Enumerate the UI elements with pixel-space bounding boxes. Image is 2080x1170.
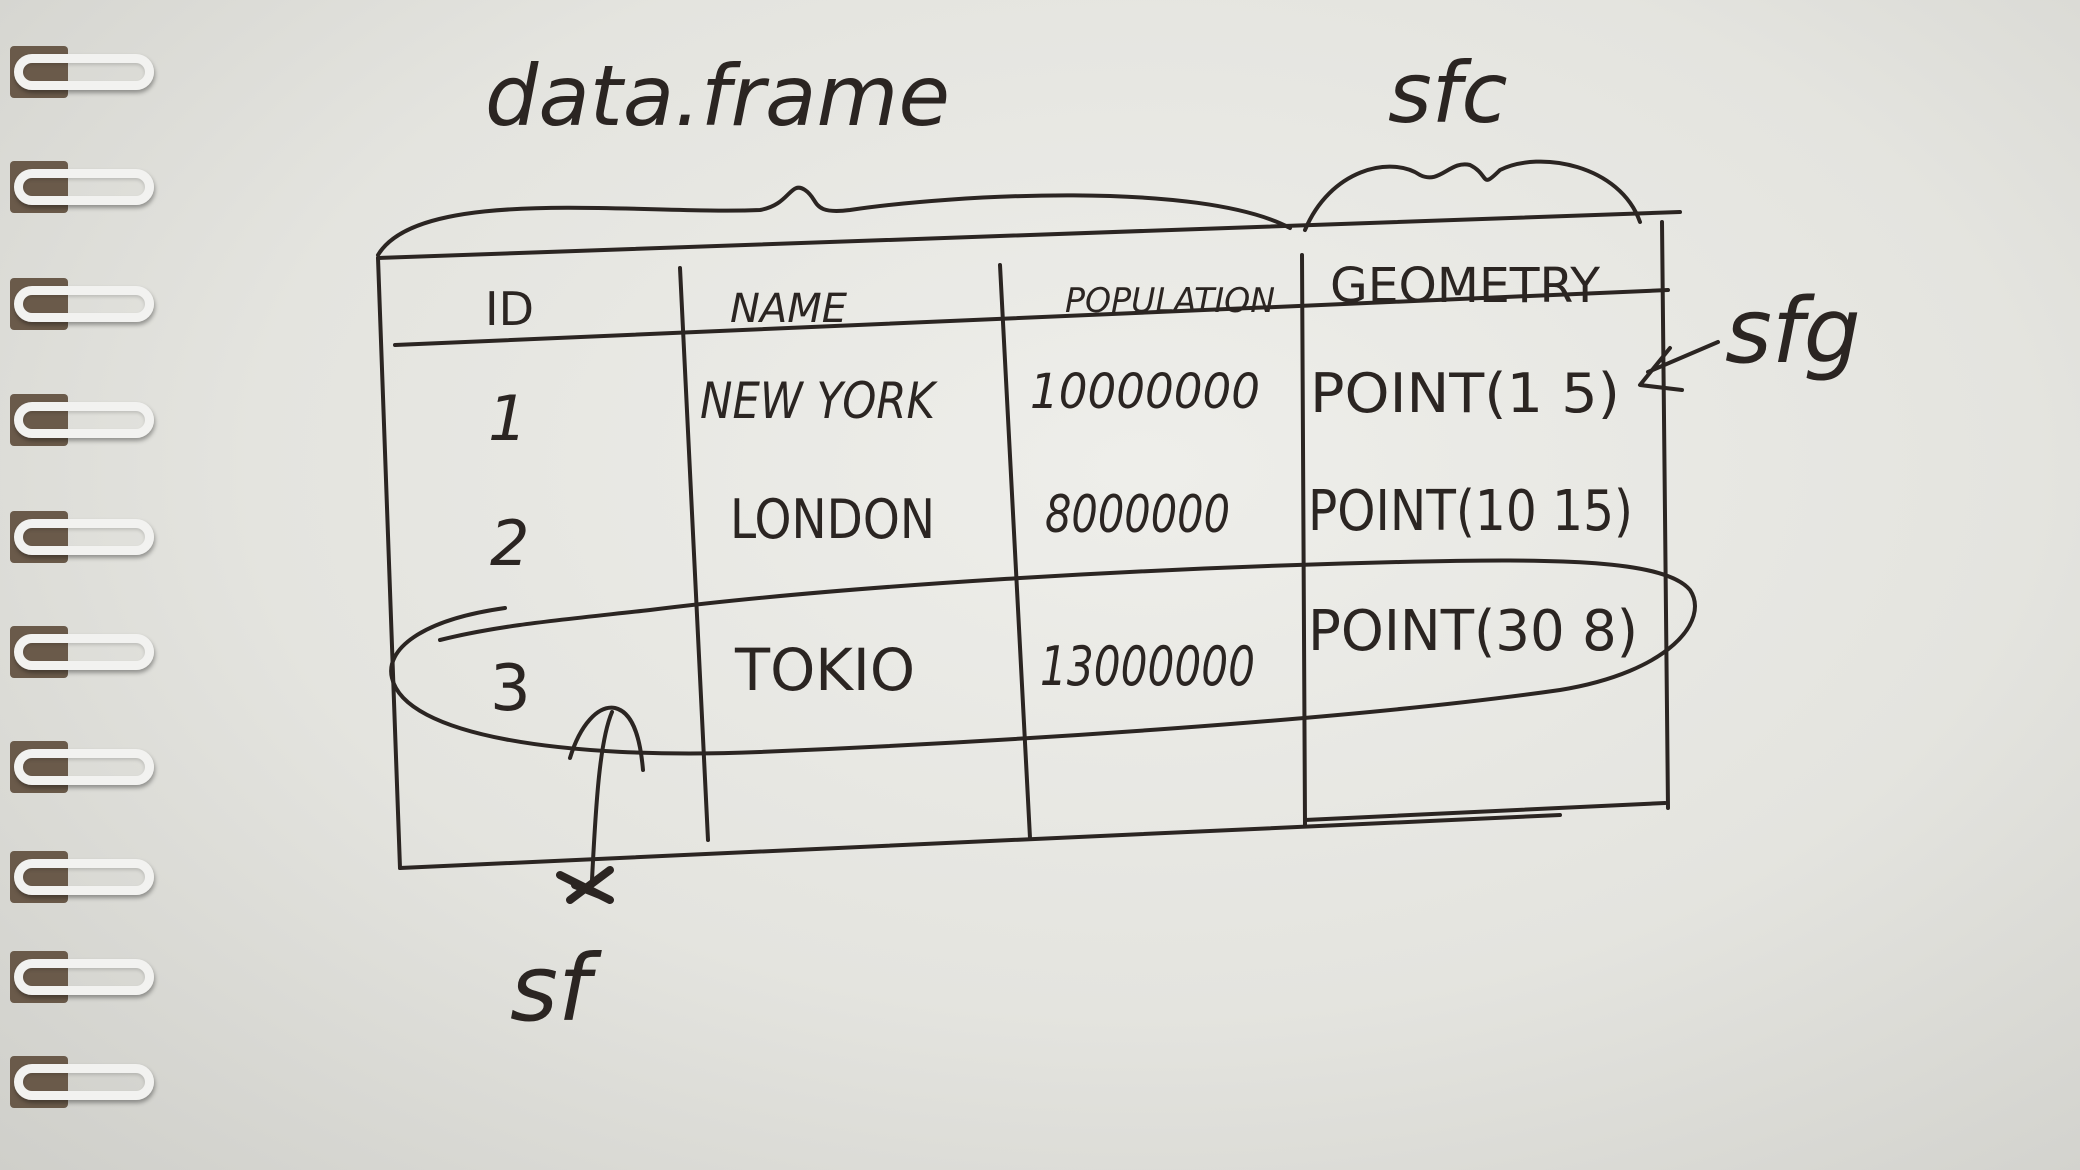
binding-ring — [10, 505, 160, 569]
sfc-label: sfc — [1388, 44, 1508, 142]
column-separator — [1300, 253, 1307, 827]
cell-geometry: POINT(1 5) — [1310, 362, 1620, 425]
header-name: NAME — [730, 286, 848, 332]
cell-population: 8000000 — [1045, 485, 1230, 545]
sf-label: sf — [510, 935, 602, 1042]
binding-ring — [10, 735, 160, 799]
scribble-mark — [556, 866, 614, 904]
column-separator — [678, 266, 710, 842]
binding-ring — [10, 272, 160, 336]
cell-population: 10000000 — [1030, 364, 1260, 420]
binding-ring — [10, 620, 160, 684]
table-top-line — [376, 210, 1682, 260]
sfg-label: sfg — [1725, 279, 1861, 384]
binding-ring — [10, 1050, 160, 1114]
table-right-edge — [1660, 220, 1670, 810]
table-bottom-line — [398, 813, 1562, 870]
header-separator — [393, 288, 1670, 347]
cell-id: 3 — [490, 652, 531, 726]
header-geometry: GEOMETRY — [1330, 258, 1601, 314]
sf-arrow-shaft — [590, 710, 614, 882]
column-separator — [998, 263, 1032, 840]
binding-ring — [10, 945, 160, 1009]
binding-ring — [10, 40, 160, 104]
header-id: ID — [485, 282, 534, 336]
cell-population: 13000000 — [1040, 635, 1255, 698]
cell-geometry: POINT(10 15) — [1308, 479, 1633, 544]
row-highlight-ellipse — [389, 558, 1697, 756]
binding-ring — [10, 388, 160, 452]
data-frame-brace — [376, 185, 1292, 257]
cell-id: 2 — [490, 507, 529, 580]
cell-geometry: POINT(30 8) — [1308, 599, 1638, 664]
spiral-binding — [0, 0, 180, 1170]
data-frame-label: data.frame — [485, 47, 950, 145]
sfg-arrow-shaft — [1646, 340, 1720, 374]
table-bottom-line-right — [1303, 801, 1667, 822]
table-left-edge — [376, 256, 402, 870]
sf-arrow-head — [568, 705, 645, 772]
cell-id: 1 — [488, 382, 527, 455]
cell-name: LONDON — [730, 488, 935, 551]
sfc-brace — [1303, 159, 1642, 232]
cell-name: NEW YORK — [700, 372, 939, 430]
cell-name: TOKIO — [734, 636, 915, 704]
binding-ring — [10, 155, 160, 219]
binding-ring — [10, 845, 160, 909]
header-population: POPULATION — [1065, 281, 1275, 321]
sfg-arrow-head — [1638, 346, 1684, 392]
